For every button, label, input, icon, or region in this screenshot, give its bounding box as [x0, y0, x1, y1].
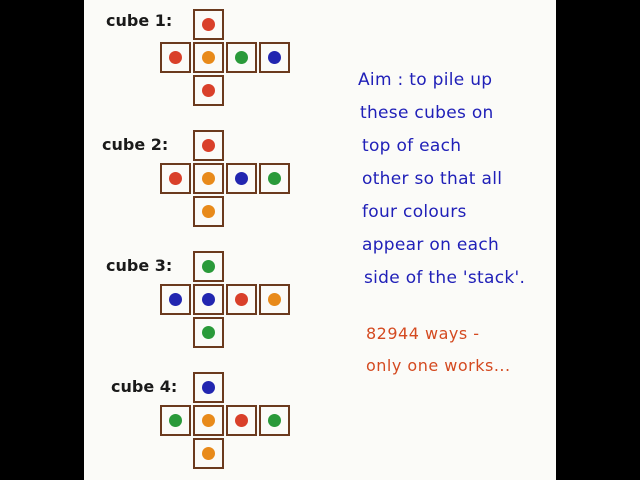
ways-line: 82944 ways -: [366, 324, 480, 343]
red-dot: [235, 414, 248, 427]
cube-1-face-middle-4: [259, 42, 290, 73]
blue-dot: [268, 51, 281, 64]
orange-dot: [202, 447, 215, 460]
aim-line: other so that all: [362, 169, 503, 189]
cube-4-face-middle-1: [160, 405, 191, 436]
orange-dot: [268, 293, 281, 306]
cube-4-face-middle-4: [259, 405, 290, 436]
cube-2-net: [160, 130, 293, 230]
whiteboard: cube 1: cube 2: cube 3: cube 4: Aim : to…: [84, 0, 556, 480]
ways-line: only one works...: [366, 356, 511, 375]
cube-2-face-bottom: [193, 196, 224, 227]
cube-4-net: [160, 372, 293, 472]
aim-line: these cubes on: [360, 103, 494, 123]
cube-1-face-top: [193, 9, 224, 40]
aim-line: Aim : to pile up: [358, 70, 493, 90]
cube-3-face-middle-3: [226, 284, 257, 315]
cube-3-label: cube 3:: [106, 256, 173, 275]
cube-4-face-bottom: [193, 438, 224, 469]
cube-2-face-middle-4: [259, 163, 290, 194]
cube-3-face-middle-4: [259, 284, 290, 315]
cube-4-face-middle-3: [226, 405, 257, 436]
orange-dot: [202, 414, 215, 427]
cube-2-face-top: [193, 130, 224, 161]
cube-4-face-middle-2: [193, 405, 224, 436]
cube-1-face-middle-2: [193, 42, 224, 73]
red-dot: [202, 18, 215, 31]
ways-text: 82944 ways - only one works...: [366, 318, 554, 382]
cube-3-face-middle-2: [193, 284, 224, 315]
green-dot: [202, 260, 215, 273]
cube-2-label: cube 2:: [102, 135, 169, 154]
cube-3-net: [160, 251, 293, 351]
aim-line: appear on each: [362, 235, 500, 255]
orange-dot: [202, 51, 215, 64]
orange-dot: [202, 205, 215, 218]
cube-1-face-middle-1: [160, 42, 191, 73]
blue-dot: [202, 293, 215, 306]
cube-1-net: [160, 9, 293, 109]
blue-dot: [235, 172, 248, 185]
cube-3-face-middle-1: [160, 284, 191, 315]
green-dot: [235, 51, 248, 64]
red-dot: [169, 172, 182, 185]
red-dot: [202, 139, 215, 152]
green-dot: [268, 172, 281, 185]
cube-4-face-top: [193, 372, 224, 403]
red-dot: [235, 293, 248, 306]
aim-text: Aim : to pile up these cubes on top of e…: [358, 64, 554, 295]
green-dot: [169, 414, 182, 427]
aim-line: side of the 'stack'.: [364, 268, 526, 288]
cube-1-label: cube 1:: [106, 11, 173, 30]
blue-dot: [169, 293, 182, 306]
green-dot: [268, 414, 281, 427]
cube-1-face-bottom: [193, 75, 224, 106]
cube-2-face-middle-2: [193, 163, 224, 194]
red-dot: [202, 84, 215, 97]
orange-dot: [202, 172, 215, 185]
cube-1-face-middle-3: [226, 42, 257, 73]
cube-4-label: cube 4:: [111, 377, 178, 396]
green-dot: [202, 326, 215, 339]
cube-2-face-middle-3: [226, 163, 257, 194]
cube-3-face-top: [193, 251, 224, 282]
aim-line: top of each: [362, 136, 462, 156]
cube-3-face-bottom: [193, 317, 224, 348]
red-dot: [169, 51, 182, 64]
blue-dot: [202, 381, 215, 394]
aim-line: four colours: [362, 202, 467, 222]
cube-2-face-middle-1: [160, 163, 191, 194]
